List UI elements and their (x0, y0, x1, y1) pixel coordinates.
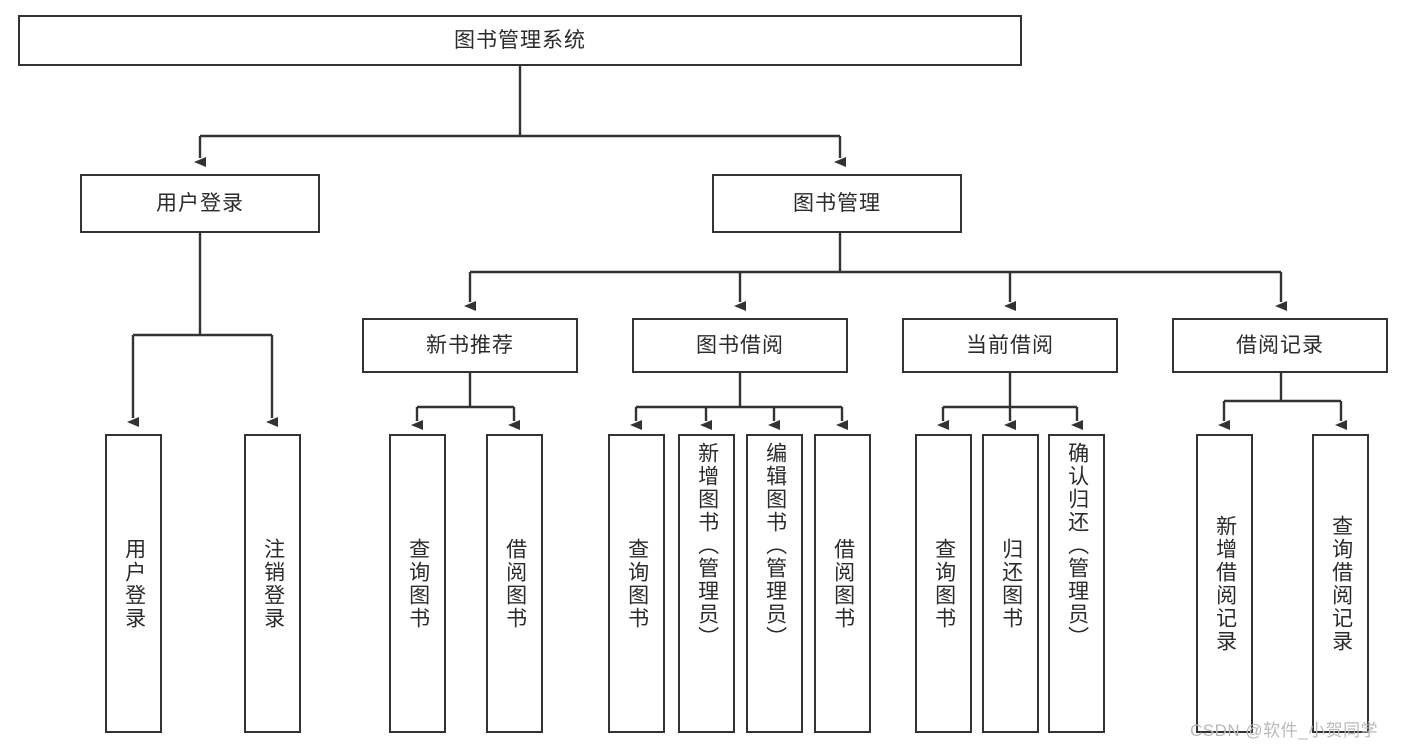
leaf-current-query-book[interactable]: 查询图书 (915, 434, 972, 733)
leaf-current-confirm-return-admin[interactable]: 确认归还（管理员） (1048, 434, 1105, 733)
leaf-current-return-book[interactable]: 归还图书 (982, 434, 1039, 733)
node-label: 查询图书 (406, 537, 430, 630)
node-label: 新增图书（管理员） (695, 442, 719, 649)
node-label: 注销登录 (261, 537, 285, 630)
node-root-system[interactable]: 图书管理系统 (18, 15, 1022, 66)
node-label: 确认归还（管理员） (1065, 442, 1089, 649)
node-label: 当前借阅 (966, 333, 1054, 357)
watermark-text: CSDN @软件_小贺同学 (1190, 721, 1379, 740)
node-borrow-record[interactable]: 借阅记录 (1172, 318, 1388, 373)
node-label: 借阅图书 (831, 537, 855, 630)
node-label: 查询图书 (625, 537, 649, 630)
node-label: 借阅图书 (503, 537, 527, 630)
leaf-borrow-edit-book-admin[interactable]: 编辑图书（管理员） (746, 434, 803, 733)
leaf-recommend-borrow-book[interactable]: 借阅图书 (486, 434, 543, 733)
leaf-recommend-query-book[interactable]: 查询图书 (389, 434, 446, 733)
node-new-book-recommend[interactable]: 新书推荐 (362, 318, 578, 373)
node-label: 用户登录 (156, 191, 244, 215)
node-label: 新增借阅记录 (1213, 514, 1237, 653)
leaf-borrow-add-book-admin[interactable]: 新增图书（管理员） (678, 434, 735, 733)
node-label: 借阅记录 (1236, 333, 1324, 357)
node-current-borrow[interactable]: 当前借阅 (902, 318, 1118, 373)
node-label: 编辑图书（管理员） (763, 442, 787, 649)
node-label: 图书管理 (793, 191, 881, 215)
leaf-user-login-login[interactable]: 用户登录 (105, 434, 162, 733)
node-label: 图书管理系统 (454, 28, 586, 52)
node-label: 图书借阅 (696, 333, 784, 357)
leaf-record-query-record[interactable]: 查询借阅记录 (1312, 434, 1369, 733)
node-user-login[interactable]: 用户登录 (80, 174, 320, 233)
node-book-borrow[interactable]: 图书借阅 (632, 318, 848, 373)
node-label: 新书推荐 (426, 333, 514, 357)
node-label: 查询图书 (932, 537, 956, 630)
leaf-record-add-record[interactable]: 新增借阅记录 (1196, 434, 1253, 733)
node-label: 查询借阅记录 (1329, 514, 1353, 653)
node-label: 用户登录 (122, 537, 146, 630)
leaf-borrow-borrow-book[interactable]: 借阅图书 (814, 434, 871, 733)
leaf-user-login-logout[interactable]: 注销登录 (244, 434, 301, 733)
node-book-management[interactable]: 图书管理 (712, 174, 962, 233)
node-label: 归还图书 (999, 537, 1023, 630)
leaf-borrow-query-book[interactable]: 查询图书 (608, 434, 665, 733)
